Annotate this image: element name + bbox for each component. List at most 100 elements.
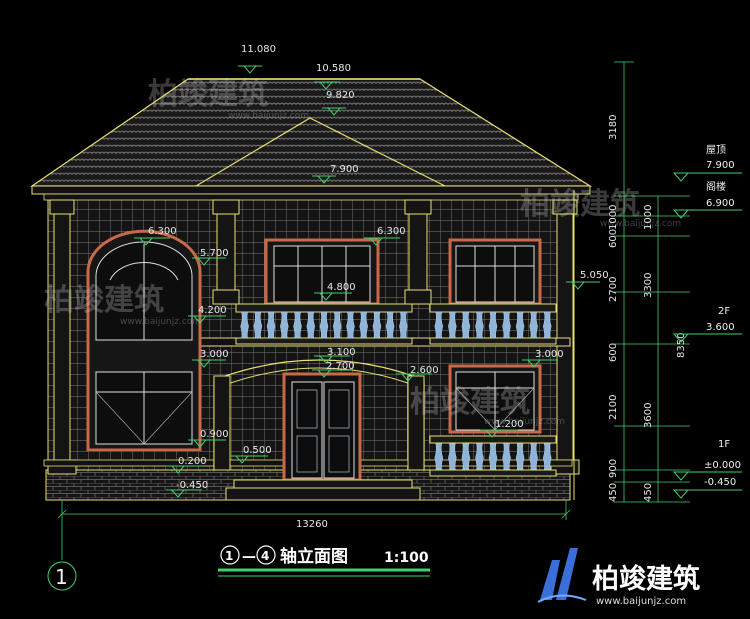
elev-ridge2: 10.580 xyxy=(314,63,351,90)
svg-text:450: 450 xyxy=(608,483,619,502)
elev-floor2-left: 3.000 xyxy=(192,349,229,368)
elev-balcony: 4.800 xyxy=(314,282,356,301)
svg-text:3600: 3600 xyxy=(643,403,654,428)
elev-ridge: 11.080 xyxy=(238,44,276,74)
svg-text:5.700: 5.700 xyxy=(200,248,229,259)
svg-text:柏竣建筑: 柏竣建筑 xyxy=(410,385,530,420)
vertical-dim-labels: 3180 1000 600 2700 600 2100 900 450 1000… xyxy=(608,115,687,502)
baluster xyxy=(372,311,382,339)
elev-ridge3: 9.820 xyxy=(322,90,355,116)
level-1f: 1F ±0.000 -0.450 xyxy=(672,439,742,499)
elev-ground: -0.450 xyxy=(166,480,208,498)
svg-text:1.200: 1.200 xyxy=(495,419,524,430)
svg-text:0.500: 0.500 xyxy=(243,445,272,456)
elev-arch-top: 6.300 xyxy=(134,226,177,246)
svg-text:3.100: 3.100 xyxy=(327,347,356,358)
floor-levels: 屋顶 7.900 阁楼 6.900 2F 3.600 1F ±0.000 -0.… xyxy=(672,144,742,499)
svg-text:柏竣建筑: 柏竣建筑 xyxy=(44,283,164,318)
baluster xyxy=(293,311,302,339)
baluster xyxy=(266,311,276,339)
baluster xyxy=(280,311,289,339)
elev-balcony-right: 5.050 xyxy=(566,270,609,290)
brand-name: 柏竣建筑 xyxy=(592,563,700,595)
elev-win-sill-left: 0.900 xyxy=(188,429,229,448)
brand-url: www.baijunjz.com xyxy=(596,596,686,607)
total-width: 13260 xyxy=(296,519,328,530)
baluster xyxy=(529,311,538,339)
svg-text:6.900: 6.900 xyxy=(706,198,735,209)
elev-arch-bottom: 4.200 xyxy=(188,305,227,324)
svg-text:10.580: 10.580 xyxy=(316,63,351,74)
svg-text:2.600: 2.600 xyxy=(410,365,439,376)
drawing-title: 1 — 4 轴立面图 1:100 xyxy=(218,545,430,577)
baluster xyxy=(359,311,368,339)
svg-text:1: 1 xyxy=(55,565,68,589)
svg-text:9.820: 9.820 xyxy=(326,90,355,101)
brand-logo-icon xyxy=(540,548,578,600)
svg-text:-0.450: -0.450 xyxy=(704,477,736,488)
svg-text:900: 900 xyxy=(608,459,619,478)
svg-text:0.900: 0.900 xyxy=(200,429,229,440)
svg-text:5.050: 5.050 xyxy=(580,270,609,281)
svg-text:0.200: 0.200 xyxy=(178,456,207,467)
svg-text:6.300: 6.300 xyxy=(377,226,406,237)
baluster xyxy=(319,311,329,339)
elev-right-win-top: 6.300 xyxy=(364,226,406,246)
baluster xyxy=(434,311,444,339)
elev-eave-mid: 7.900 xyxy=(312,164,359,184)
svg-text:3.600: 3.600 xyxy=(706,322,735,333)
svg-text:4.800: 4.800 xyxy=(327,282,356,293)
vertical-dimensions xyxy=(614,61,690,503)
level-2f: 2F 3.600 xyxy=(672,306,742,343)
svg-text:-0.450: -0.450 xyxy=(176,480,208,491)
svg-text:7.900: 7.900 xyxy=(330,164,359,175)
svg-text:3300: 3300 xyxy=(643,273,654,298)
baluster xyxy=(488,311,498,339)
level-roof: 屋顶 7.900 xyxy=(672,144,742,182)
arched-window xyxy=(86,229,202,452)
svg-text:www.baijunjz.com: www.baijunjz.com xyxy=(600,219,681,229)
svg-text:1000: 1000 xyxy=(643,205,654,230)
svg-text:阁楼: 阁楼 xyxy=(706,180,726,193)
svg-text:3.000: 3.000 xyxy=(200,349,229,360)
svg-text:1: 1 xyxy=(225,549,233,563)
svg-text:±0.000: ±0.000 xyxy=(704,460,741,471)
svg-text:600: 600 xyxy=(608,229,619,248)
svg-text:6.300: 6.300 xyxy=(148,226,177,237)
svg-text:屋顶: 屋顶 xyxy=(706,144,726,156)
entry xyxy=(213,359,425,501)
elev-door-top: 3.100 xyxy=(314,347,356,364)
lower-window xyxy=(429,364,557,477)
svg-text:轴立面图: 轴立面图 xyxy=(280,546,348,567)
svg-text:11.080: 11.080 xyxy=(241,44,276,55)
svg-text:柏竣建筑: 柏竣建筑 xyxy=(148,77,268,112)
elev-door-head: 2.700 xyxy=(312,361,355,378)
baluster xyxy=(399,311,408,339)
brand-logo: 柏竣建筑 www.baijunjz.com xyxy=(537,548,700,607)
svg-text:7.900: 7.900 xyxy=(706,160,735,171)
svg-text:4.200: 4.200 xyxy=(198,305,227,316)
svg-text:www.baijunjz.com: www.baijunjz.com xyxy=(120,317,201,327)
baluster xyxy=(515,311,525,339)
baluster xyxy=(502,311,511,339)
baluster xyxy=(385,311,395,339)
elev-plinth: 0.200 xyxy=(166,456,207,474)
eave-band xyxy=(31,185,591,195)
baluster xyxy=(332,311,342,339)
svg-text:2700: 2700 xyxy=(608,277,619,302)
horizontal-dimension xyxy=(57,500,571,560)
svg-text:1:100: 1:100 xyxy=(384,550,429,566)
svg-text:www.baijunjz.com: www.baijunjz.com xyxy=(228,111,309,121)
baluster xyxy=(253,311,263,339)
elev-floor2-right: 3.000 xyxy=(522,349,564,368)
svg-text:1000: 1000 xyxy=(608,205,619,230)
balusters-upper-right xyxy=(434,311,552,339)
svg-text:600: 600 xyxy=(608,343,619,362)
balusters-upper-left xyxy=(240,311,408,339)
